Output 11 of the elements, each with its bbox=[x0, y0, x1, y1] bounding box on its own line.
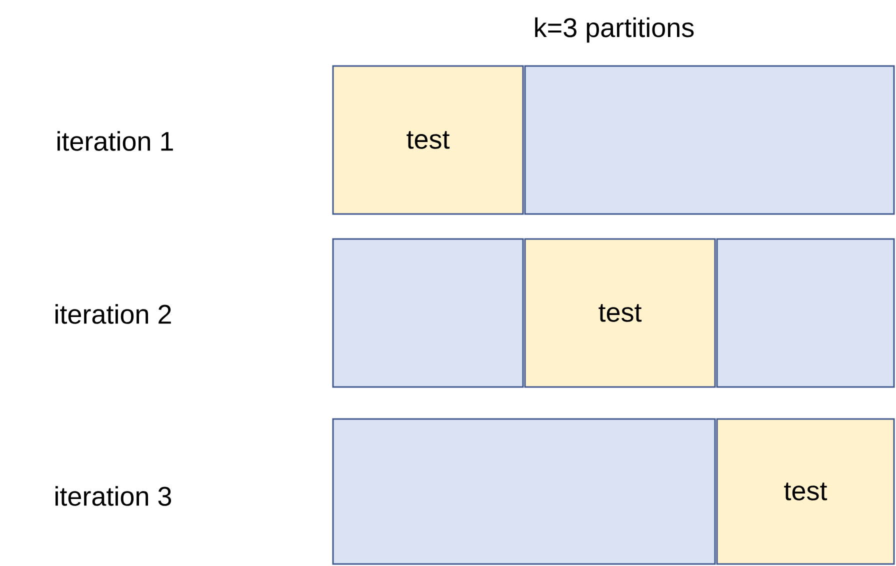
row-label: iteration 3 bbox=[56, 486, 172, 506]
title: k=3 partitions bbox=[535, 17, 694, 43]
test-partition-box: test bbox=[332, 65, 524, 215]
test-partition-box: test bbox=[524, 238, 716, 388]
row-label: iteration 2 bbox=[56, 304, 171, 324]
train-partition-box bbox=[716, 238, 895, 388]
train-partition-box bbox=[332, 418, 716, 565]
row-label: iteration 1 bbox=[58, 131, 173, 151]
train-partition-box bbox=[332, 238, 524, 388]
test-partition-box: test bbox=[716, 418, 895, 565]
train-partition-box bbox=[524, 65, 895, 215]
